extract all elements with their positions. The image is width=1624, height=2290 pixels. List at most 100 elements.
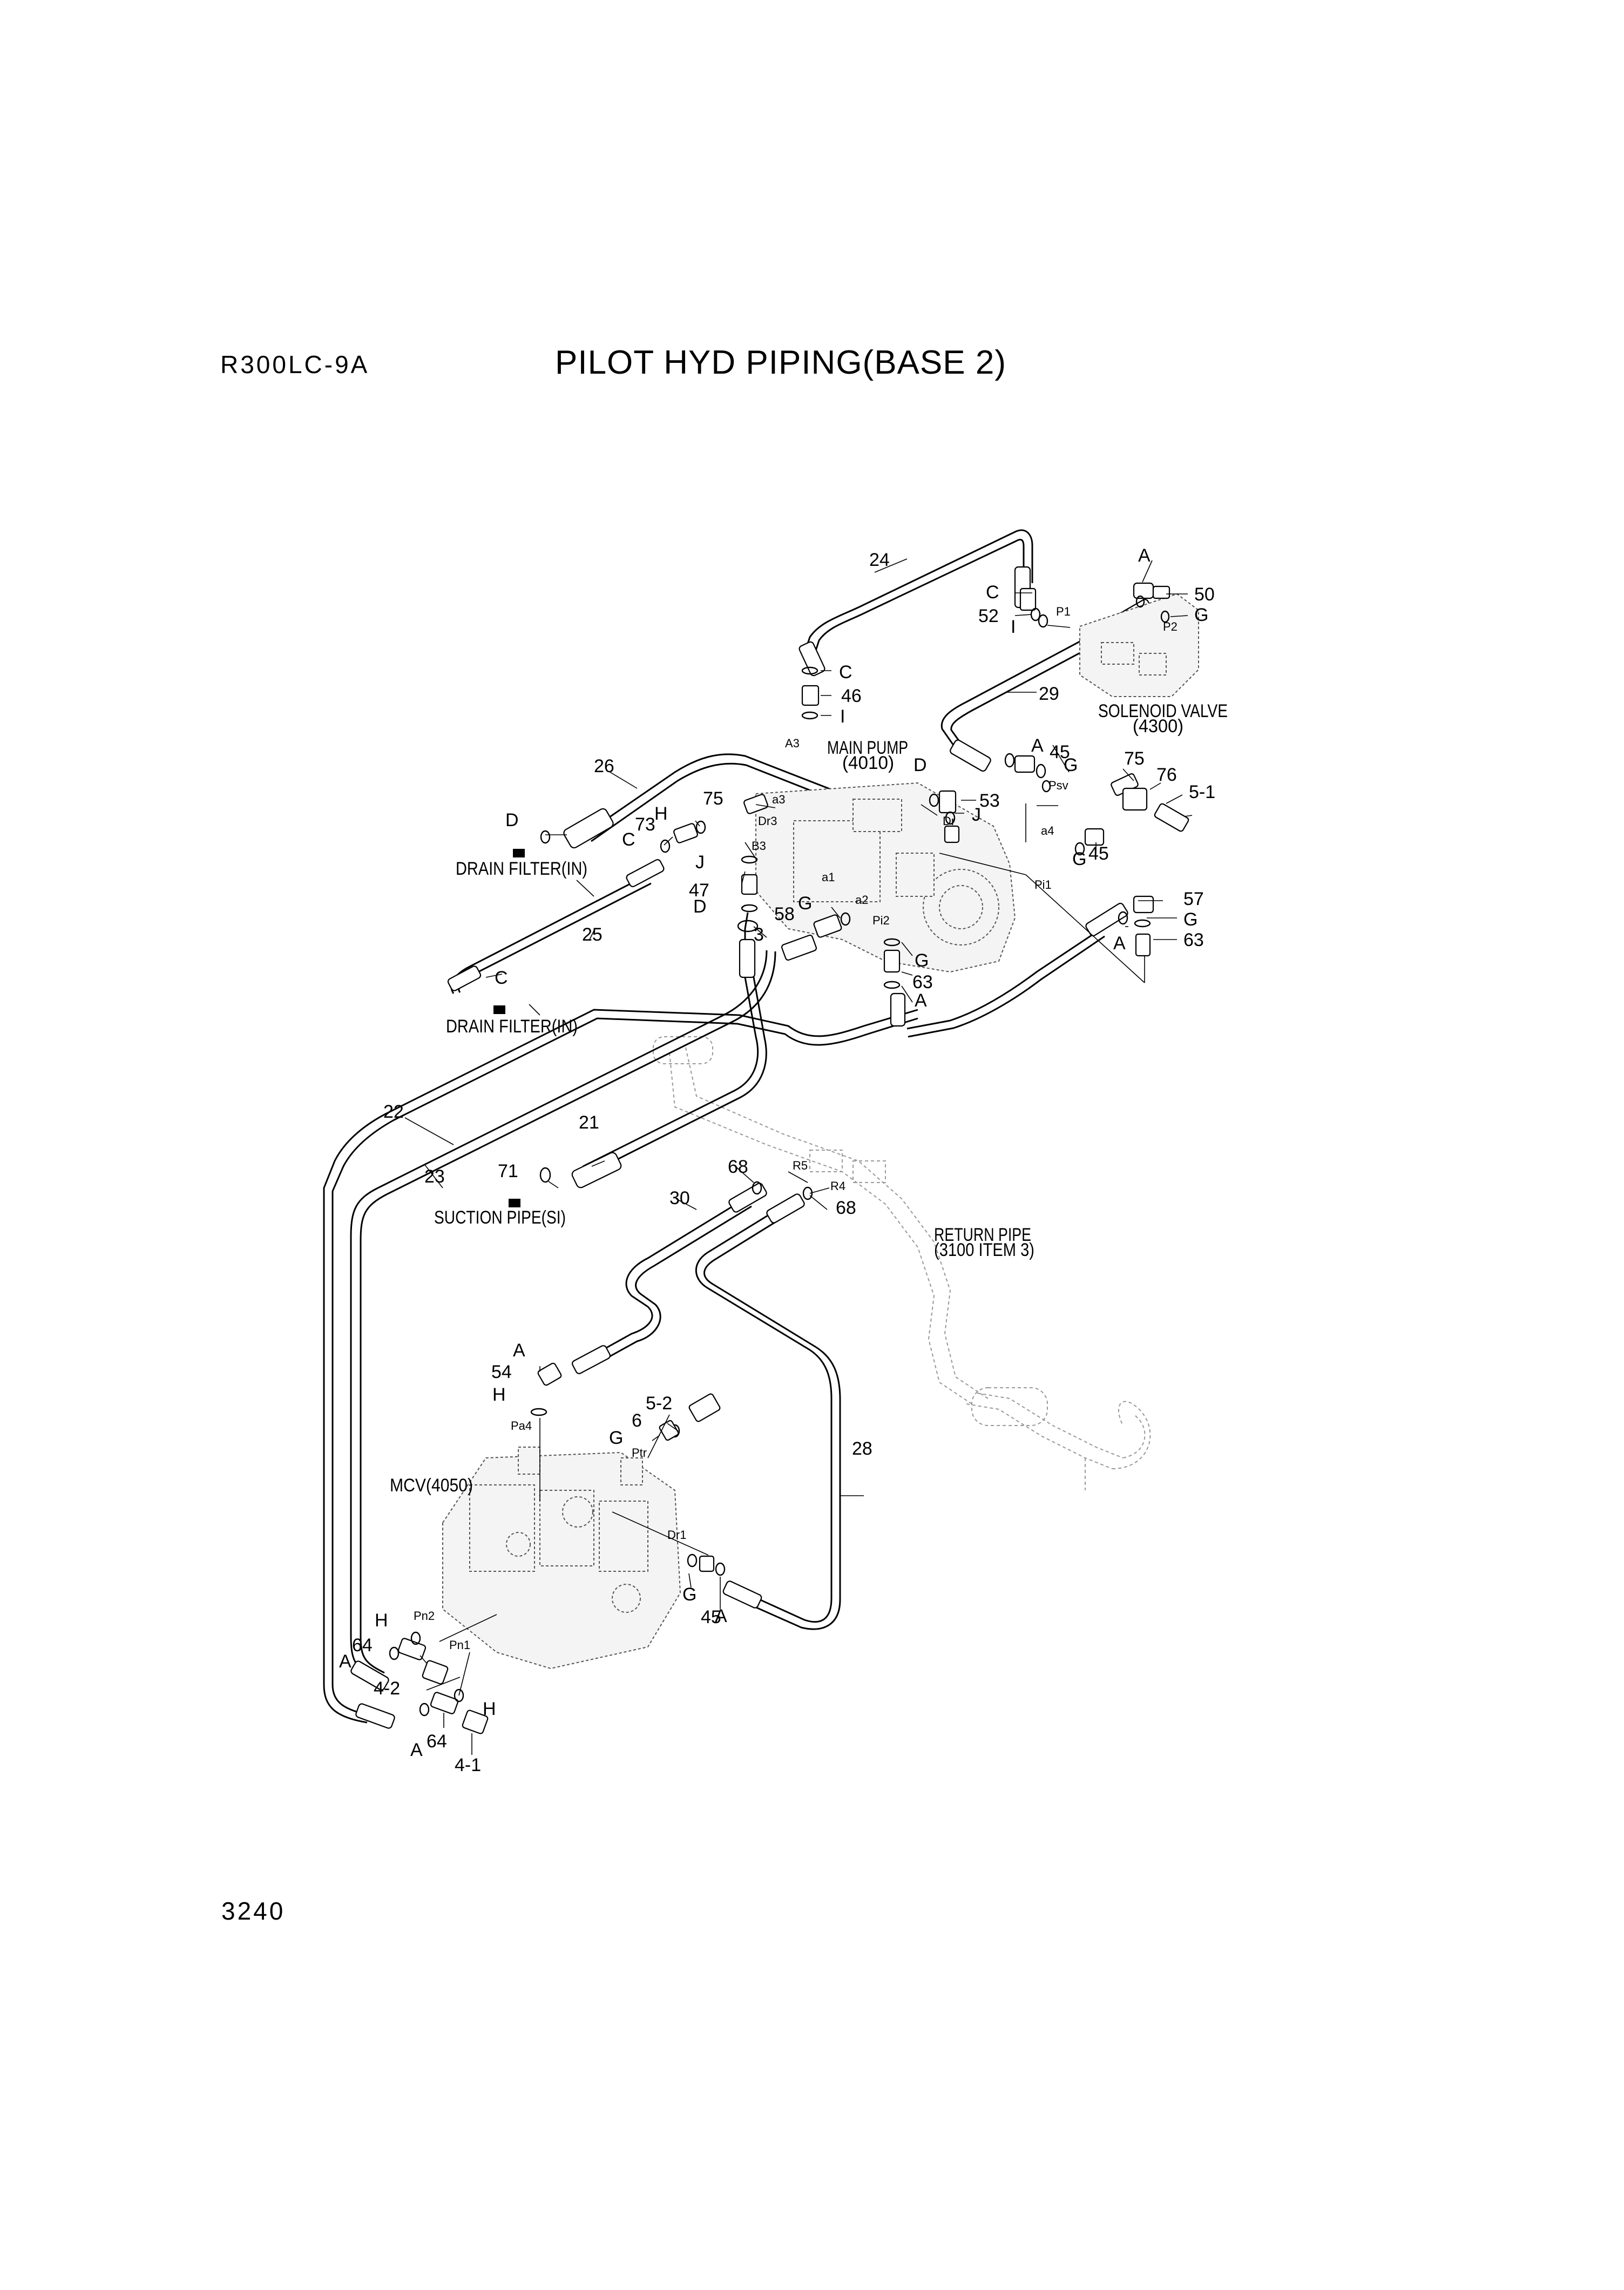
mcv-block[interactable]: [442, 1447, 681, 1670]
part-47: 47: [689, 880, 709, 901]
part-73: 73: [635, 814, 655, 835]
return-pipe-label: RETURN PIPE: [934, 1225, 1031, 1245]
part-71: 71: [498, 1161, 518, 1181]
part-75-b: 75: [1124, 748, 1145, 769]
port-pi2: Pi2: [872, 914, 890, 927]
leader-lines: [404, 558, 1193, 1755]
port-b3: B3: [752, 839, 766, 853]
part-28: 28: [852, 1438, 872, 1459]
seal-d-pump: D: [914, 755, 927, 775]
part-68-a: 68: [728, 1157, 748, 1177]
page-title: PILOT HYD PIPING(BASE 2): [555, 344, 1006, 381]
part-24: 24: [869, 550, 890, 570]
part-3: 3: [754, 924, 764, 945]
port-a3-upper: A3: [785, 737, 800, 750]
port-a2: a2: [855, 893, 868, 907]
part-26: 26: [594, 756, 614, 776]
part-6: 6: [632, 1410, 642, 1431]
part-45-a4: 45: [1088, 843, 1109, 864]
part-53: 53: [979, 791, 1000, 811]
seal-g-6: G: [609, 1428, 623, 1448]
seal-a-54: A: [513, 1340, 525, 1361]
seal-a-pn1: A: [410, 1740, 423, 1760]
port-dr: Dr: [943, 814, 955, 828]
part-63-pump: 63: [912, 972, 933, 992]
seal-d-filter: D: [505, 810, 519, 830]
port-ptr: Ptr: [632, 1446, 647, 1460]
drain-filter-flag-2: [493, 1005, 505, 1014]
main-pump-code: (4010): [842, 753, 894, 773]
port-pn1: Pn1: [449, 1638, 470, 1652]
part-64-b: 64: [427, 1731, 447, 1752]
seal-a-dr1: A: [715, 1606, 727, 1626]
seal-a-pn2: A: [339, 1651, 351, 1672]
port-p2: P2: [1163, 620, 1178, 633]
page-number: 3240: [221, 1897, 286, 1925]
main-pump-label: MAIN PUMP: [827, 738, 908, 758]
seal-a-top: A: [1138, 545, 1151, 566]
drain-filter-flag-1: [513, 849, 525, 857]
part-23: 23: [424, 1166, 445, 1187]
fittings-and-seals: [389, 582, 1189, 1734]
part-50: 50: [1194, 584, 1215, 605]
part-45-pump: 45: [1050, 742, 1070, 762]
suction-pipe-label: SUCTION PIPE(SI): [434, 1207, 566, 1228]
seal-h-pn1: H: [483, 1699, 496, 1719]
part-21: 21: [579, 1112, 599, 1133]
part-29: 29: [1039, 684, 1059, 704]
seal-j-b3: J: [695, 852, 705, 873]
mcv-label: MCV(4050): [390, 1475, 473, 1496]
part-57: 57: [1183, 889, 1204, 909]
port-r5: R5: [793, 1159, 808, 1172]
part-46: 46: [841, 686, 862, 706]
seal-h-54: H: [492, 1384, 506, 1405]
port-pa4: Pa4: [511, 1419, 532, 1433]
seal-a-sol: A: [1031, 735, 1044, 756]
part-5-1: 5-1: [1189, 782, 1215, 802]
port-pi1: Pi1: [1034, 878, 1052, 891]
part-22: 22: [383, 1102, 404, 1122]
solenoid-valve-code: (4300): [1133, 716, 1183, 737]
solenoid-valve[interactable]: [1079, 593, 1199, 697]
part-76: 76: [1156, 765, 1177, 785]
seal-g-top: G: [1194, 605, 1208, 625]
seal-g-pi2: G: [915, 950, 929, 971]
seal-c-mid: C: [839, 662, 852, 683]
seal-i-top: I: [1011, 617, 1016, 637]
port-psv: Psv: [1048, 779, 1068, 792]
seal-c-filter2: C: [495, 968, 508, 988]
part-54: 54: [491, 1362, 512, 1382]
seal-h-pn2: H: [375, 1610, 388, 1631]
seal-g-pi1: G: [1183, 909, 1197, 930]
port-labels: P1 P2 A3 a3 Dr3 Dr Psv a4 B3 a1 a2 Pi2 P…: [414, 605, 1178, 1652]
seal-c-top: C: [986, 582, 999, 603]
part-number-callouts: 24 52 50 46 29 26 45 75 53 75 76 5-1 73 …: [352, 550, 1215, 1775]
part-64-a: 64: [352, 1635, 373, 1656]
part-25: 25: [582, 924, 603, 945]
seal-a-pi1: A: [1113, 933, 1126, 954]
part-68-b: 68: [836, 1198, 856, 1218]
port-a1: a1: [822, 870, 835, 884]
return-pipe-code: (3100 ITEM 3): [934, 1240, 1034, 1260]
suction-pipe-flag: [509, 1199, 520, 1207]
part-63-pi1: 63: [1183, 930, 1204, 950]
seal-g-a4: G: [1072, 849, 1086, 869]
port-dr3: Dr3: [758, 814, 777, 828]
seal-a-pi2: A: [915, 990, 927, 1011]
seal-h-pump: H: [654, 803, 668, 824]
part-52: 52: [978, 606, 999, 626]
seal-i-mid: I: [840, 706, 845, 727]
component-labels: MAIN PUMP (4010) SOLENOID VALVE (4300) M…: [390, 701, 1228, 1496]
seal-g-dr1: G: [682, 1584, 696, 1605]
drain-filter-label-2: DRAIN FILTER(IN): [446, 1016, 578, 1037]
seal-j-pump: J: [972, 805, 981, 825]
port-dr1: Dr1: [667, 1528, 686, 1542]
return-pipe-ghost: [653, 1036, 1151, 1490]
port-a3: a3: [772, 793, 785, 806]
part-58: 58: [774, 904, 795, 924]
solenoid-valve-label: SOLENOID VALVE: [1098, 701, 1228, 721]
seal-g-sol: G: [1064, 755, 1078, 775]
part-45-dr1: 45: [701, 1607, 721, 1627]
port-p1: P1: [1056, 605, 1071, 618]
